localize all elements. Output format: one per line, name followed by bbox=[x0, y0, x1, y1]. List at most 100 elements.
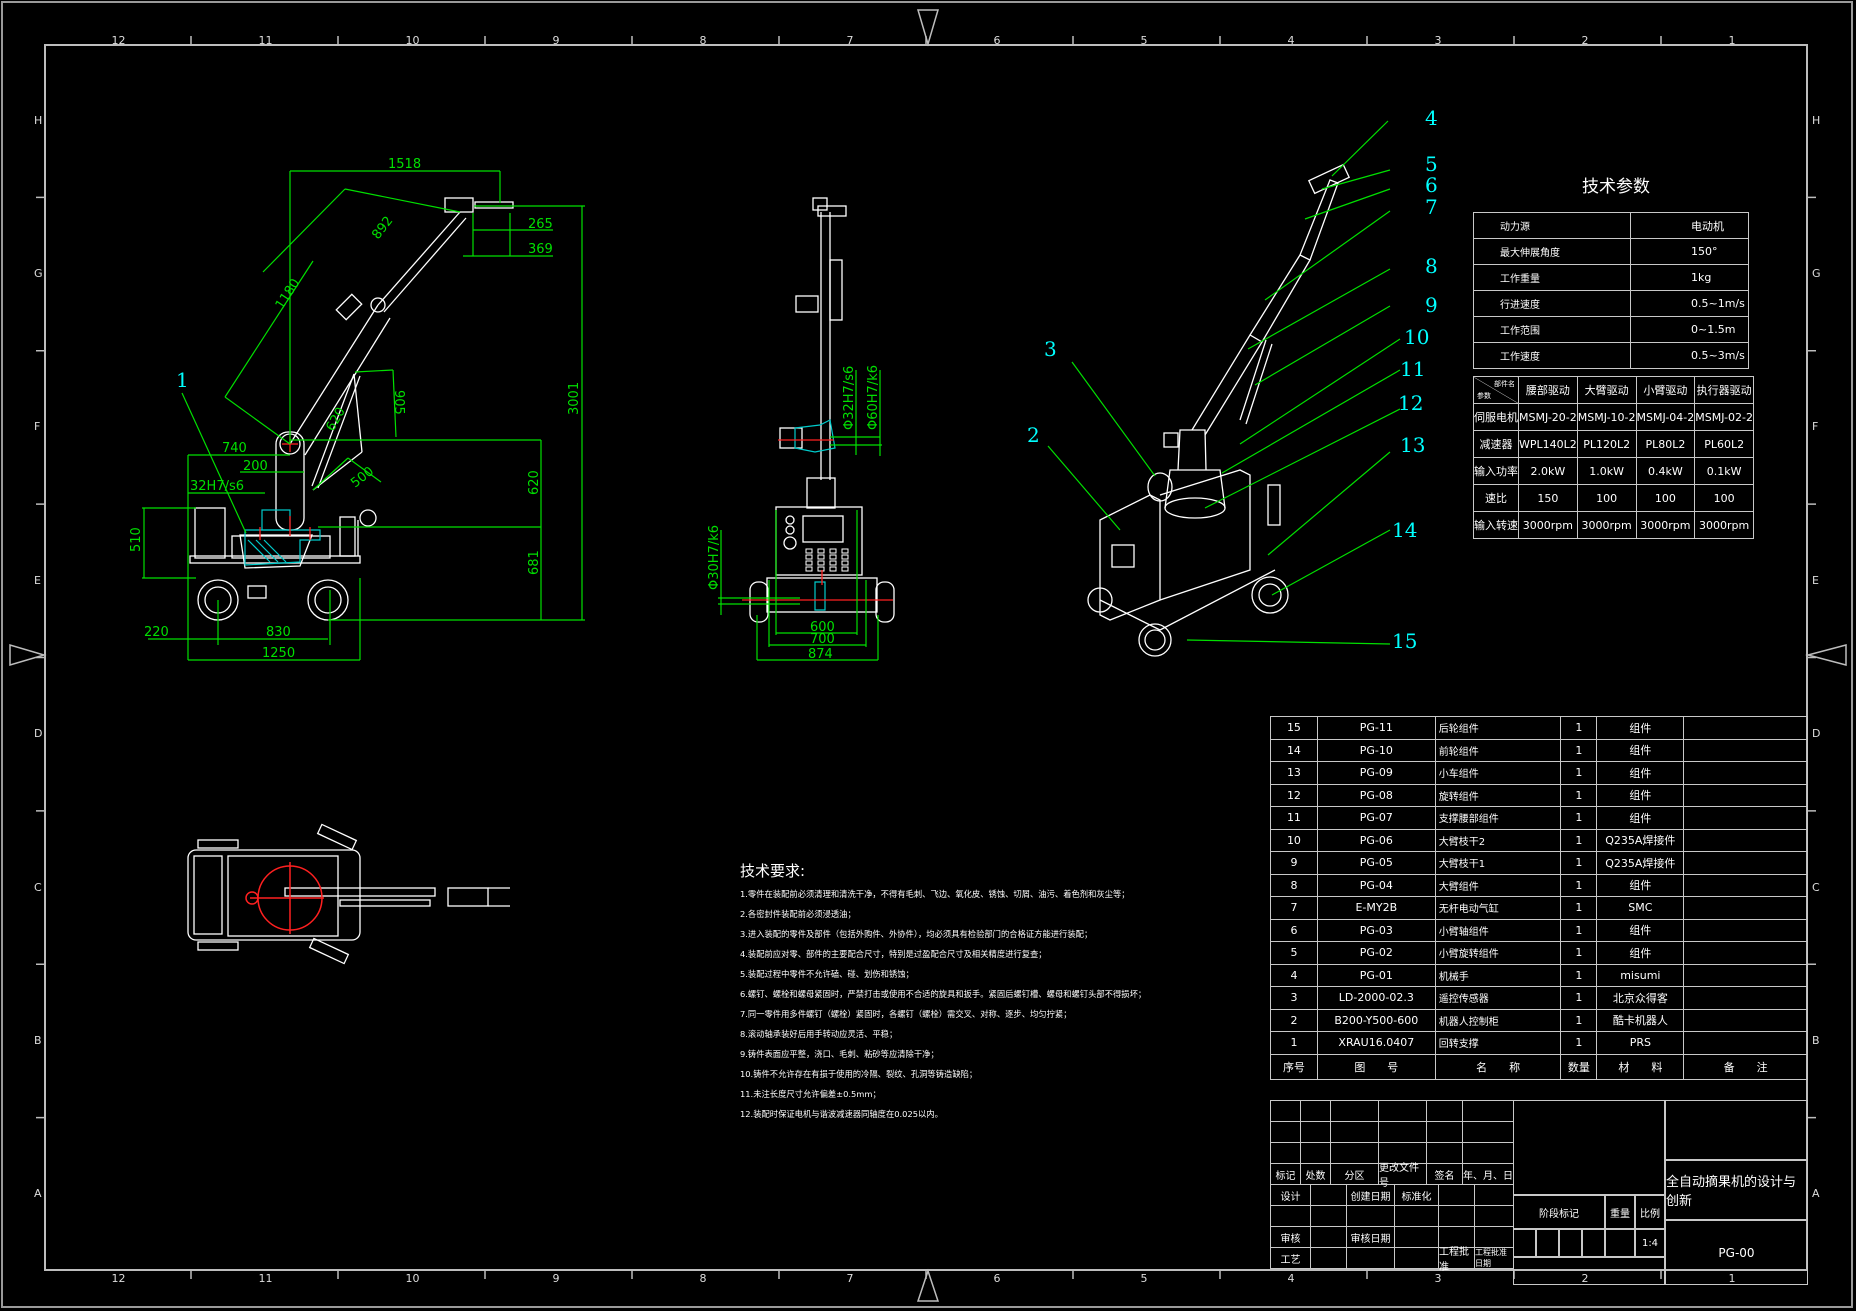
keypad-key bbox=[817, 560, 825, 566]
zone-top-10: 10 bbox=[405, 34, 420, 47]
bom-cell-name: 前轮组件 bbox=[1434, 738, 1562, 762]
title-blank bbox=[1474, 1205, 1514, 1227]
dim-phi60: Φ60H7/k6 bbox=[866, 365, 881, 430]
bom-cell-qty: 1 bbox=[1560, 738, 1598, 762]
top-wheel-4 bbox=[308, 937, 350, 965]
bom-cell-qty: 1 bbox=[1560, 783, 1598, 807]
bom-cell-code: E-MY2B bbox=[1316, 896, 1436, 920]
title-stage-mark: 阶段标记 bbox=[1513, 1195, 1605, 1229]
motor-cell: 3000rpm bbox=[1635, 511, 1696, 539]
zone-top-2: 2 bbox=[1581, 34, 1589, 47]
rev-cell bbox=[1330, 1100, 1379, 1122]
side-motor-upper bbox=[795, 295, 819, 313]
motor-row-label: 速比 bbox=[1473, 484, 1519, 512]
drawing-title: 全自动摘果机的设计与创新 bbox=[1665, 1160, 1808, 1220]
zone-bottom-2: 2 bbox=[1581, 1272, 1589, 1285]
iso-wheel-front-right bbox=[1251, 576, 1289, 614]
bom-cell-index: 9 bbox=[1270, 851, 1318, 875]
rev-cell bbox=[1462, 1142, 1514, 1164]
bom-cell-name: 大臂枝干2 bbox=[1434, 828, 1562, 852]
requirement-item: 10.铸件不允许存在有损于使用的冷隔、裂纹、孔洞等铸造缺陷； bbox=[740, 1069, 978, 1079]
side-view-centerlines bbox=[742, 439, 893, 601]
title-blank bbox=[1310, 1205, 1347, 1227]
title-scale-label: 比例 bbox=[1635, 1195, 1665, 1229]
zone-left-H: H bbox=[34, 113, 43, 127]
balloon-2: 2 bbox=[1027, 423, 1040, 447]
keypad-key bbox=[829, 560, 837, 566]
balloon-5: 5 bbox=[1425, 152, 1438, 176]
title-approval_date: 工程批准日期 bbox=[1474, 1247, 1514, 1269]
zone-top-1: 1 bbox=[1728, 34, 1736, 47]
zone-right-G: G bbox=[1812, 267, 1821, 281]
iso-handle bbox=[1267, 484, 1281, 526]
keypad-key bbox=[829, 548, 837, 554]
bom-cell-code: XRAU16.0407 bbox=[1316, 1031, 1436, 1055]
bom-cell-code: PG-06 bbox=[1316, 828, 1436, 852]
dim-1518: 1518 bbox=[388, 157, 421, 172]
zone-top-9: 9 bbox=[552, 34, 560, 47]
requirement-item: 12.装配时保证电机与谐波减速器同轴度在0.025以内。 bbox=[740, 1109, 943, 1119]
dim-220: 220 bbox=[144, 625, 169, 640]
motor-col-header: 大臂驱动 bbox=[1576, 376, 1637, 404]
motor-row-label: 伺服电机 bbox=[1473, 403, 1519, 431]
rev-cell bbox=[1378, 1100, 1427, 1122]
dim-700: 700 bbox=[810, 632, 835, 647]
motor-row-label: 输入功率 bbox=[1473, 457, 1519, 485]
bom-cell-code: PG-03 bbox=[1316, 918, 1436, 942]
bom-cell-name: 后轮组件 bbox=[1434, 716, 1562, 740]
bom-cell-material: misumi bbox=[1596, 963, 1685, 987]
zone-bottom-7: 7 bbox=[846, 1272, 854, 1285]
bom-cell-index: 10 bbox=[1270, 828, 1318, 852]
keypad-key bbox=[805, 554, 813, 560]
motor-cell: MSMJ-20-2 bbox=[1518, 403, 1578, 431]
dim-905: 905 bbox=[391, 390, 406, 415]
balloon-leader-1 bbox=[181, 392, 247, 534]
tech-param-value: 150° bbox=[1630, 238, 1749, 265]
top-wheel-3 bbox=[316, 823, 358, 851]
bom-cell-material: 组件 bbox=[1596, 873, 1685, 897]
dim-600: 600 bbox=[810, 620, 835, 635]
stage-cell bbox=[1582, 1229, 1605, 1257]
keypad-key bbox=[829, 554, 837, 560]
requirement-item: 4.装配前应对零、部件的主要配合尺寸，特别是过盈配合尺寸及相关精度进行复查； bbox=[740, 949, 1047, 959]
rev-header-0: 标记 bbox=[1270, 1163, 1301, 1185]
zone-right-H: H bbox=[1812, 113, 1821, 127]
tech-param-label: 行进速度 bbox=[1473, 290, 1631, 317]
title-create_date: 创建日期 bbox=[1346, 1184, 1395, 1206]
technical-requirements: 技术要求: 1.零件在装配前必须清理和清洗干净，不得有毛刺、飞边、氧化皮、锈蚀、… bbox=[740, 860, 1146, 1124]
motor-table-header: 部件名参数腰部驱动大臂驱动小臂驱动执行器驱动 bbox=[1473, 376, 1755, 404]
front-view bbox=[189, 197, 514, 621]
dim-265: 265 bbox=[528, 217, 553, 232]
dim-892: 892 bbox=[369, 214, 396, 243]
center-arrow-bottom bbox=[916, 1268, 940, 1302]
bom-cell-index: 8 bbox=[1270, 873, 1318, 897]
bom-cell-remark bbox=[1683, 918, 1808, 942]
zone-left-B: B bbox=[34, 1033, 42, 1047]
top-view bbox=[187, 823, 510, 965]
dim-500: 500 bbox=[348, 464, 377, 491]
motor-table-corner: 部件名参数 bbox=[1473, 376, 1519, 404]
requirement-item: 6.螺钉、螺栓和螺母紧固时，严禁打击或使用不合适的旋具和扳手。紧固后螺钉槽、螺母… bbox=[740, 989, 1147, 999]
motor-cell: MSMJ-02-2 bbox=[1694, 403, 1755, 431]
motor-cell: 150 bbox=[1518, 484, 1578, 512]
motor-col-header: 执行器驱动 bbox=[1694, 376, 1755, 404]
weight-value bbox=[1605, 1229, 1635, 1257]
zone-top-7: 7 bbox=[846, 34, 854, 47]
balloon-8: 8 bbox=[1425, 254, 1438, 278]
title-blank bbox=[1438, 1184, 1475, 1206]
bom-header-remark: 备 注 bbox=[1683, 1053, 1808, 1080]
dim-620-arm: 620 bbox=[323, 405, 348, 434]
bom-cell-remark bbox=[1683, 851, 1808, 875]
rev-header-3: 更改文件号 bbox=[1378, 1163, 1427, 1189]
